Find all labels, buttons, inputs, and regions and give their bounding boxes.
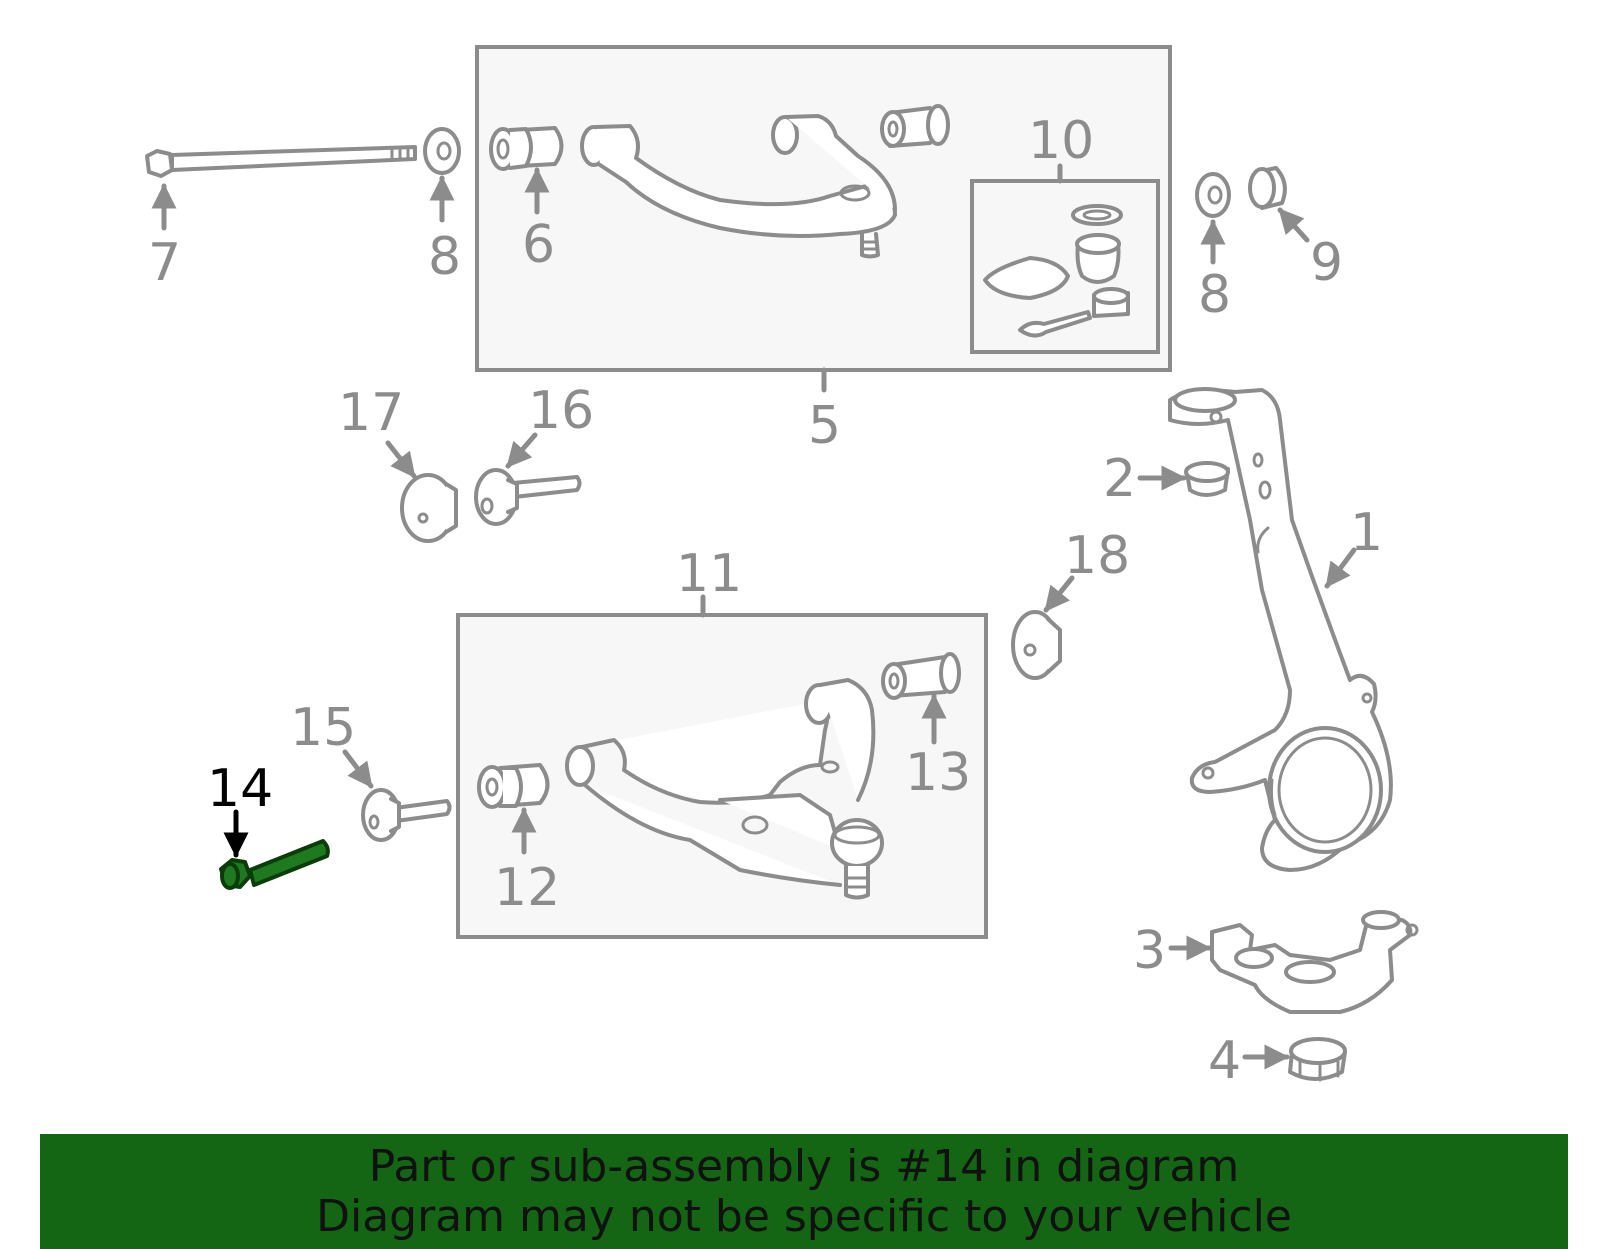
info-banner: Part or sub-assembly is #14 in diagram D… (40, 1134, 1568, 1249)
callout-12: 12 (494, 858, 560, 918)
part-10-kit-contents (983, 204, 1130, 338)
part-13-lower-rear-bushing (881, 652, 961, 700)
callout-13: 13 (905, 743, 971, 803)
callout-labels: 7 8 6 10 8 9 5 17 16 2 1 18 11 15 14 13 … (148, 111, 1383, 1091)
part-9-nut (1248, 166, 1287, 210)
callout-7: 7 (148, 233, 181, 293)
part-6-upper-bushing (489, 126, 564, 171)
callout-9: 9 (1310, 233, 1343, 293)
leader-arrows (151, 167, 1357, 1070)
part-2-nut (1184, 461, 1230, 497)
callout-3: 3 (1133, 921, 1166, 981)
part-8-washer-right (1195, 172, 1231, 218)
part-15-cam-bolt (361, 788, 452, 842)
part-7-long-bolt (145, 145, 417, 178)
part-14-highlighted-bolt[interactable] (219, 839, 330, 890)
callout-8-left: 8 (428, 227, 461, 287)
banner-line-1: Part or sub-assembly is #14 in diagram (368, 1141, 1240, 1192)
part-17-cam-washer (400, 473, 458, 543)
part-5-upper-control-arm (580, 114, 897, 259)
part-8-washer-left (423, 127, 461, 175)
part-1-steering-knuckle (1168, 387, 1393, 872)
callout-4: 4 (1208, 1031, 1241, 1091)
callout-16: 16 (528, 381, 594, 441)
part-18-plug (1011, 610, 1062, 680)
part-16-cam-bolt (474, 468, 582, 526)
callout-6: 6 (522, 215, 555, 275)
callout-2: 2 (1103, 449, 1136, 509)
callout-18: 18 (1064, 526, 1130, 586)
callout-1: 1 (1350, 503, 1383, 563)
callout-8-right: 8 (1198, 265, 1231, 325)
upper-rear-bushing (880, 104, 950, 148)
part-12-lower-bushing (477, 763, 550, 809)
callout-10: 10 (1028, 111, 1094, 171)
part-4-large-nut (1288, 1037, 1347, 1082)
banner-line-2: Diagram may not be specific to your vehi… (316, 1191, 1292, 1242)
part-3-bracket (1210, 910, 1419, 1014)
callout-15: 15 (290, 698, 356, 758)
callout-11: 11 (676, 544, 742, 604)
part-11-lower-control-arm (565, 678, 884, 900)
callout-5: 5 (808, 396, 841, 456)
callout-14: 14 (207, 759, 273, 819)
callout-17: 17 (338, 383, 404, 443)
